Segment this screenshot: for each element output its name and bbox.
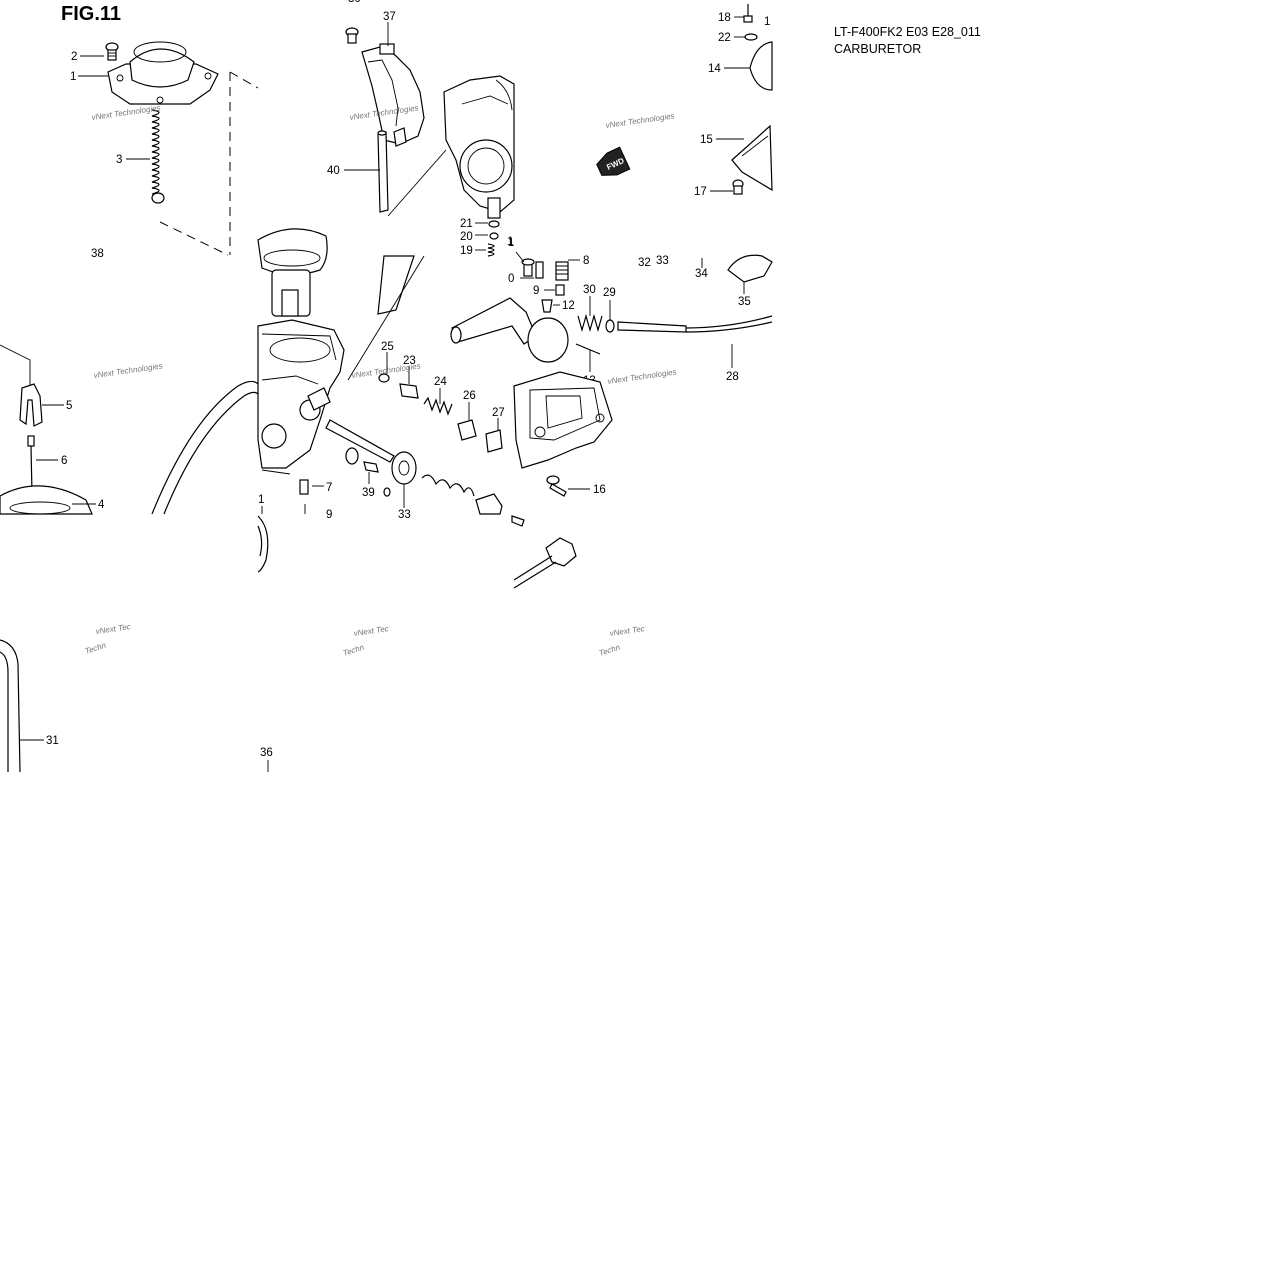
callout-20: 20 [460, 231, 473, 243]
callout-1b: 1 [507, 236, 513, 248]
callout-7: 7 [326, 482, 332, 494]
callout-1: 1 [508, 237, 514, 249]
watermark: vNext Technologies [93, 361, 163, 380]
watermark: vNext Tec [609, 624, 645, 638]
fwd-arrow-icon: FWD [596, 146, 631, 176]
section-title: CARBURETOR [834, 42, 922, 56]
watermark: Techn [598, 643, 622, 658]
callout-1: 1 [70, 71, 76, 83]
watermark: Techn [342, 643, 366, 658]
watermark: vNext Tec [95, 622, 131, 636]
tile-bottom-right: vNext Tec Techn [513, 537, 645, 658]
callout-33: 33 [398, 509, 411, 521]
part-3-spring [151, 109, 165, 204]
model-code: LT-F400FK2 E03 E28_011 [834, 25, 981, 39]
part-6-needle [27, 435, 35, 495]
callout-33b: 33 [656, 255, 669, 267]
callout-29: 29 [603, 287, 616, 299]
tile-bottom-middle: 36 9 vNext Tec Techn [257, 504, 389, 772]
callout-27: 27 [492, 407, 505, 419]
callout-17: 17 [694, 186, 707, 198]
callout-37: 37 [383, 11, 396, 23]
callout-30-top: 30 [348, 0, 361, 5]
callout-28: 28 [726, 371, 739, 383]
callout-9: 9 [533, 285, 539, 297]
part-1-top-cap [107, 41, 219, 105]
callout-39: 39 [362, 487, 375, 499]
part-vacuum-piston [257, 228, 328, 317]
callout-14: 14 [708, 63, 721, 75]
callout-32: 32 [638, 257, 651, 269]
watermark: vNext Technologies [91, 103, 161, 122]
part-float-bowl [513, 371, 613, 469]
callout-21: 21 [460, 218, 473, 230]
callout-22: 22 [718, 32, 731, 44]
carburetor-body-top [443, 75, 515, 219]
tile-middle-right: 0 1 8 9 12 13 30 [450, 237, 773, 527]
callout-30: 30 [583, 284, 596, 296]
callout-2: 2 [71, 51, 77, 63]
callout-35: 35 [738, 296, 751, 308]
callout-26: 26 [463, 390, 476, 402]
watermark: vNext Tec [353, 624, 389, 638]
callout-16: 16 [593, 484, 606, 496]
callout-38: 38 [91, 248, 104, 260]
part-37-throttle-bracket [361, 43, 425, 147]
part-5-clip [19, 383, 43, 427]
tile-bottom-left: 31 vNext Tec Techn [0, 622, 131, 773]
callout-19: 19 [460, 245, 473, 257]
carburetor-body-center [257, 319, 345, 475]
part-screw-top [345, 27, 359, 44]
callout-1d: 1 [258, 494, 264, 506]
tile-center: 25 23 24 26 27 39 33 [257, 228, 505, 521]
figure-title: FIG.11 [61, 3, 122, 25]
callout-34: 34 [695, 268, 708, 280]
callout-12: 12 [562, 300, 575, 312]
callout-0: 0 [508, 273, 514, 285]
callout-23: 23 [403, 355, 416, 367]
watermark: vNext Technologies [607, 367, 677, 386]
callout-4: 4 [98, 499, 105, 511]
callout-15: 15 [700, 134, 713, 146]
callout-3: 3 [116, 154, 122, 166]
callout-24: 24 [434, 376, 447, 388]
callout-25: 25 [381, 341, 394, 353]
callout-18: 18 [718, 12, 731, 24]
part-2-screw [105, 42, 119, 61]
tile-top-right: 18 1 22 14 15 17 FWD vNext Technolo [596, 4, 773, 198]
callout-9b: 9 [326, 509, 332, 521]
callout-5: 5 [66, 400, 72, 412]
callout-36: 36 [260, 747, 273, 759]
callout-6: 6 [61, 455, 67, 467]
callout-1c: 1 [764, 16, 770, 28]
callout-8: 8 [583, 255, 589, 267]
tile-top-middle: 30 37 40 [327, 0, 515, 257]
callout-40: 40 [327, 165, 340, 177]
part-40-rod [377, 130, 389, 213]
part-18-screw [743, 4, 753, 23]
tile-middle-left: 5 6 4 vNext Technologies [0, 344, 259, 515]
watermark: Techn [84, 641, 108, 656]
callout-31: 31 [46, 735, 59, 747]
tile-top-left: 2 1 3 38 vNext Technologies [70, 41, 259, 260]
watermark: vNext Technologies [605, 111, 675, 130]
